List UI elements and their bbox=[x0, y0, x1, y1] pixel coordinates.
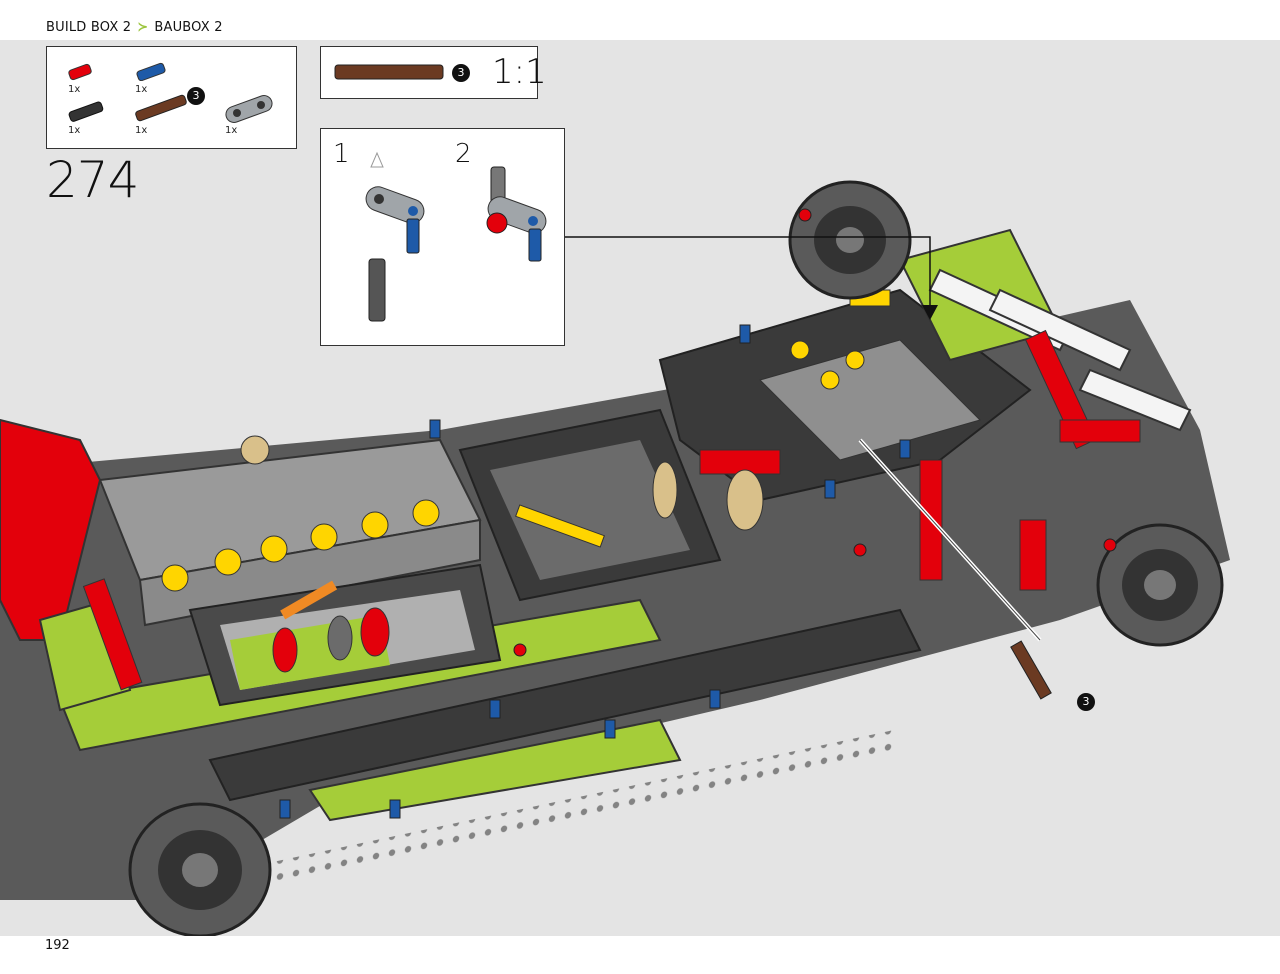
parts-list-panel: 1x 1x 1x 3 1x 1x bbox=[46, 46, 297, 149]
blue-pins bbox=[279, 324, 911, 819]
main-part-callout: 3 bbox=[1077, 693, 1095, 711]
rear-red-upright-2 bbox=[1019, 519, 1047, 591]
red-pins bbox=[513, 208, 1117, 657]
page-number: 192 bbox=[45, 938, 70, 953]
engine-block-front bbox=[138, 518, 481, 627]
tan-gear-center bbox=[726, 469, 764, 531]
rear-white-beam-3 bbox=[1078, 368, 1192, 432]
black-pin-qty: 1x bbox=[68, 125, 81, 136]
substep-1-illustration bbox=[365, 151, 425, 322]
engine-yellow-pistons bbox=[161, 499, 440, 592]
model-illustration bbox=[0, 180, 1230, 936]
actual-size-callout: 3 bbox=[452, 64, 470, 82]
gray-beam-part bbox=[223, 93, 279, 123]
rear-right-wheel bbox=[1096, 523, 1224, 647]
front-left-wheel bbox=[128, 802, 272, 936]
dark-lower-beam bbox=[208, 608, 922, 802]
gray-beam-qty: 1x bbox=[225, 125, 238, 136]
brown-axle-part bbox=[133, 91, 193, 125]
rear-yellow-parts bbox=[515, 289, 891, 548]
substep-panel: 1 2 bbox=[320, 128, 565, 346]
substep-label-2: 2 bbox=[455, 139, 472, 169]
black-pin-part bbox=[67, 99, 107, 123]
rear-red-crossbeam bbox=[699, 449, 781, 475]
gearbox-red-gears bbox=[272, 580, 390, 673]
chevron-right-icon: ≻ bbox=[137, 20, 149, 35]
build-box-breadcrumb: BUILD BOX 2 ≻ BAUBOX 2 bbox=[46, 20, 223, 35]
tan-gear-left bbox=[240, 435, 270, 465]
leader-arrow-head bbox=[922, 305, 938, 320]
build-box-label: BUILD BOX 2 bbox=[46, 20, 132, 35]
red-pin-part bbox=[67, 61, 99, 81]
blue-pin-qty: 1x bbox=[135, 84, 148, 95]
left-shock-absorber bbox=[82, 578, 143, 691]
rear-top-wheel bbox=[788, 180, 912, 300]
brown-axle-qty: 1x bbox=[135, 125, 148, 136]
red-pin-qty: 1x bbox=[68, 84, 81, 95]
scale-label: 1:1 bbox=[492, 52, 547, 92]
substep-leader-line bbox=[565, 236, 931, 312]
rear-red-shock bbox=[1024, 329, 1097, 450]
page-header: BUILD BOX 2 ≻ BAUBOX 2 bbox=[0, 0, 1280, 40]
actual-size-panel: 3 bbox=[320, 46, 538, 99]
brown-axle-main bbox=[1010, 640, 1052, 700]
lower-beam-holes bbox=[220, 728, 900, 898]
rear-white-beam-2 bbox=[988, 288, 1132, 372]
baubox-label: BAUBOX 2 bbox=[154, 20, 223, 35]
step-number: 274 bbox=[46, 151, 139, 209]
tan-gear-front bbox=[652, 461, 678, 519]
page-footer bbox=[0, 936, 1280, 974]
brown-axle-callout: 3 bbox=[187, 87, 205, 105]
instruction-stage: 3 bbox=[0, 40, 1280, 936]
substep-2-illustration bbox=[486, 166, 547, 262]
rear-red-beam bbox=[1059, 419, 1141, 443]
lime-lower-beam bbox=[308, 718, 682, 822]
substep-label-1: 1 bbox=[333, 139, 350, 169]
blue-pin-part bbox=[135, 61, 171, 81]
center-frame-inner bbox=[490, 440, 690, 580]
actual-size-axle bbox=[334, 64, 444, 80]
